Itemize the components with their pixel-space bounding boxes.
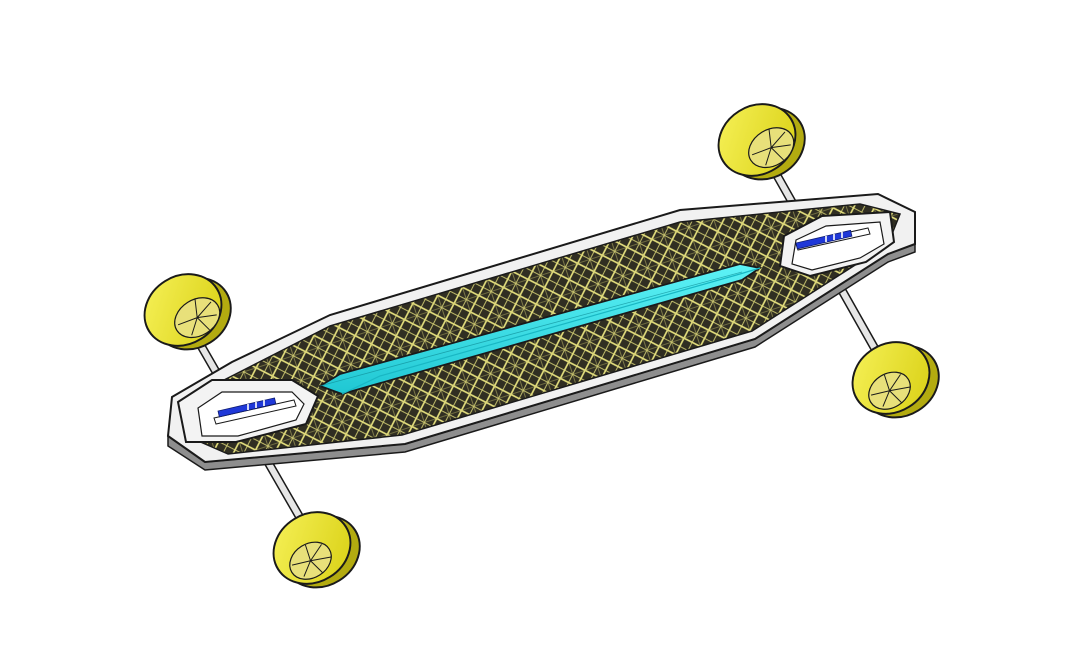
rear-truck-window (176, 379, 320, 443)
front-truck-mount-insert (795, 229, 853, 250)
wheel-rear-top (143, 273, 232, 351)
wheel-rear-bottom (272, 511, 361, 589)
rear-truck-mount-insert (217, 397, 277, 418)
wheel-front-bottom (851, 341, 940, 419)
deck (166, 192, 916, 471)
front-truck-window (778, 210, 896, 278)
center-spine (317, 263, 763, 395)
wheel-front-top (717, 103, 806, 181)
